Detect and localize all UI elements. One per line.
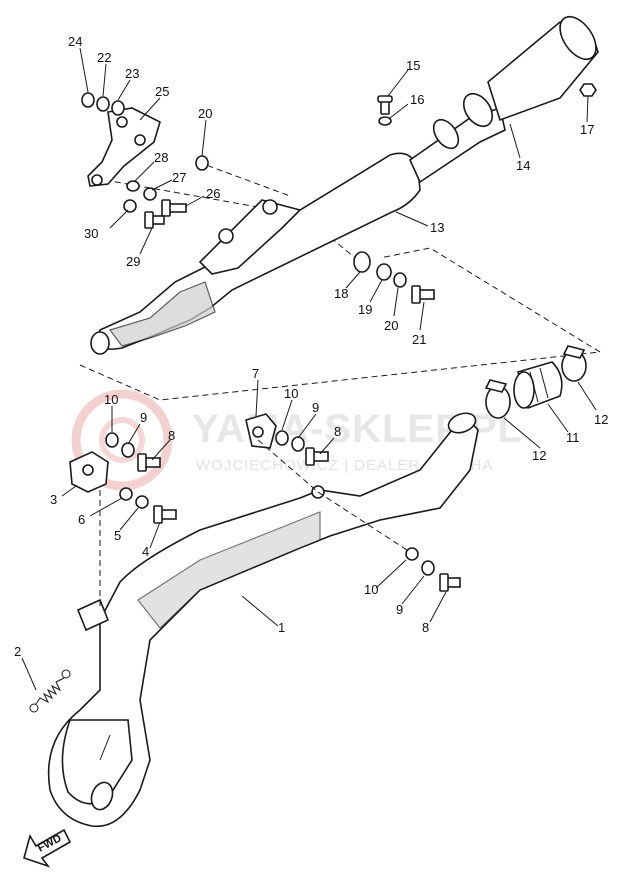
callout-27: 27	[172, 170, 186, 185]
callout-21: 21	[412, 332, 426, 347]
callout-6: 6	[78, 512, 85, 527]
callout-8-lower: 8	[422, 620, 429, 635]
washer-9a-icon	[121, 442, 135, 458]
callout-9-lower: 9	[396, 602, 403, 617]
callout-17: 17	[580, 122, 594, 137]
washer-23-icon	[111, 100, 125, 116]
washer-27-icon	[143, 187, 157, 201]
callout-8-front: 8	[168, 428, 175, 443]
mid-bracket-group	[245, 413, 411, 553]
callout-28: 28	[154, 150, 168, 165]
joint-group	[484, 345, 587, 419]
callout-19: 19	[358, 302, 372, 317]
callout-25: 25	[155, 84, 169, 99]
callout-1: 1	[278, 620, 285, 635]
callout-10-mid: 10	[284, 386, 298, 401]
callout-18: 18	[334, 286, 348, 301]
washer-5-icon	[135, 495, 149, 509]
callout-2: 2	[14, 644, 21, 659]
washer-9b-icon	[291, 436, 305, 452]
callout-10-lower: 10	[364, 582, 378, 597]
muffler-mount-hardware	[353, 251, 435, 304]
collar-6-icon	[119, 487, 133, 501]
muffler-assembly	[79, 15, 602, 401]
callout-23: 23	[125, 66, 139, 81]
washer-9c-icon	[421, 560, 435, 576]
watermark-logo	[71, 389, 173, 491]
lower-hardware	[405, 547, 461, 592]
collar-19-icon	[376, 263, 392, 281]
rear-bracket-group	[81, 92, 209, 229]
callout-7: 7	[252, 366, 259, 381]
grommet-18-icon	[353, 251, 371, 273]
callout-5: 5	[114, 528, 121, 543]
exhaust-pipe-1	[47, 412, 479, 828]
washer-22-icon	[96, 96, 110, 112]
callout-22: 22	[97, 50, 111, 65]
watermark-subtitle: WOJCIECHOWICZ | DEALER YAMAHA	[196, 457, 493, 474]
callout-14: 14	[516, 158, 530, 173]
callout-9-front: 9	[140, 410, 147, 425]
collar-10b-icon	[275, 430, 289, 446]
callout-3: 3	[50, 492, 57, 507]
callout-15: 15	[406, 58, 420, 73]
nut-28-icon	[126, 180, 140, 192]
forward-arrow: FWD	[23, 828, 72, 868]
bracket-25	[87, 107, 161, 187]
callout-20-lower: 20	[384, 318, 398, 333]
leader-lines	[21, 47, 597, 691]
muffler-bracket	[198, 199, 302, 275]
collar-10a-icon	[105, 432, 119, 448]
washer-16-icon	[378, 116, 392, 126]
washer-20b-icon	[393, 272, 407, 288]
spring-2	[29, 669, 71, 713]
collar-10c-icon	[405, 547, 419, 561]
callout-8-mid: 8	[334, 424, 341, 439]
callout-4: 4	[142, 544, 149, 559]
collar-24-icon	[81, 92, 95, 108]
callout-12-right: 12	[594, 412, 608, 427]
callout-30: 30	[84, 226, 98, 241]
nut-17-icon	[579, 83, 597, 97]
muffler-inlet	[90, 331, 110, 355]
callout-11: 11	[566, 430, 580, 445]
washer-30-icon	[123, 199, 137, 213]
callout-9-mid: 9	[312, 400, 319, 415]
callout-12-left: 12	[532, 448, 546, 463]
washer-20a-icon	[195, 155, 209, 171]
callout-16: 16	[410, 92, 424, 107]
callout-20-upper: 20	[198, 106, 212, 121]
callout-13: 13	[430, 220, 444, 235]
callout-10-front: 10	[104, 392, 118, 407]
callout-24: 24	[68, 34, 82, 49]
front-bracket-group	[69, 432, 177, 610]
callout-numbers: 24 22 23 25 20 28 27 26 30 29 15 16 17 1…	[14, 34, 608, 659]
callout-29: 29	[126, 254, 140, 269]
callout-26: 26	[206, 186, 220, 201]
